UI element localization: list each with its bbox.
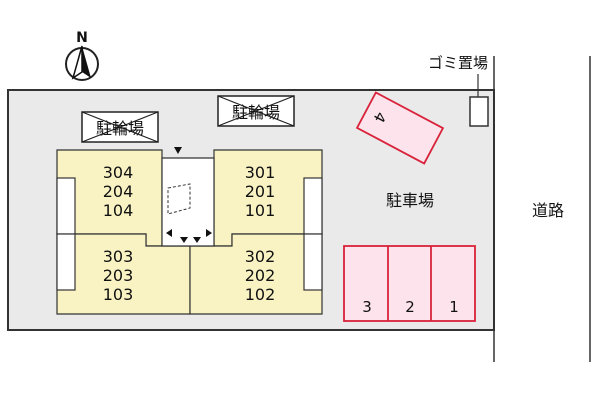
parking-space-3-label: 3 [362, 298, 372, 316]
bicycle-parking-left-label: 駐輪場 [96, 119, 144, 138]
balcony-left-upper [56, 177, 76, 235]
entrance-marker-3 [193, 237, 201, 243]
unit-302: 302 [245, 247, 276, 266]
unit-201: 201 [245, 182, 276, 201]
garbage-area-label: ゴミ置場 [428, 54, 488, 72]
north-arrow-icon [82, 46, 91, 78]
bicycle-parking-left: 駐輪場 [81, 111, 159, 143]
garbage-box [469, 96, 489, 127]
balcony-right-lower [303, 233, 323, 291]
compass-north-label: N [76, 30, 88, 46]
unit-204: 204 [103, 182, 134, 201]
parking-label: 駐車場 [386, 191, 434, 210]
unit-202: 202 [245, 266, 276, 285]
compass: N [65, 30, 99, 81]
unit-101: 101 [245, 201, 276, 220]
unit-102: 102 [245, 285, 276, 304]
building-corridor [161, 157, 215, 247]
staircase [167, 183, 191, 215]
apartment-building: 304 204 104 303 203 103 301 201 101 302 … [56, 147, 323, 315]
entrance-marker-2 [180, 237, 188, 243]
balcony-right-upper [303, 177, 323, 235]
north-arrow-outline [71, 45, 83, 80]
parking-space-1-label: 1 [449, 298, 459, 316]
unit-104: 104 [103, 201, 134, 220]
entrance-marker-1 [166, 229, 172, 237]
unit-301: 301 [245, 163, 276, 182]
unit-103: 103 [103, 285, 134, 304]
parking-row [343, 245, 476, 322]
unit-304: 304 [103, 163, 134, 182]
entrance-marker-top [174, 147, 182, 154]
road-label: 道路 [532, 201, 564, 220]
parking-space-2-label: 2 [405, 298, 415, 316]
entrance-marker-4 [206, 229, 212, 237]
unit-303: 303 [103, 247, 134, 266]
bicycle-parking-right: 駐輪場 [217, 95, 295, 127]
parking-space-4: 4 [355, 91, 445, 165]
unit-203: 203 [103, 266, 134, 285]
bicycle-parking-right-label: 駐輪場 [232, 103, 280, 122]
balcony-left-lower [56, 233, 76, 291]
